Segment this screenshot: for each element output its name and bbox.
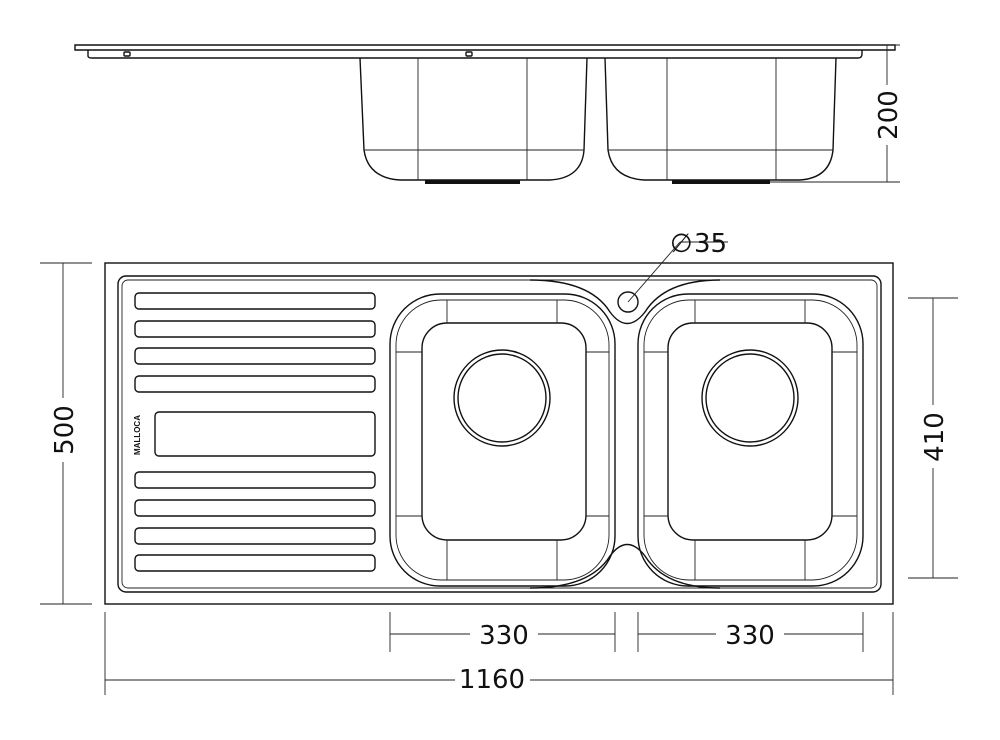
diameter-symbol: ∅ (670, 229, 693, 259)
dimension-total-length: 1160 (104, 612, 894, 695)
plan-view: MALLOCA (40, 229, 958, 695)
drainer-grooves (134, 292, 376, 572)
dimension-tap-hole: ∅ 35 (627, 229, 728, 303)
dimension-label-total-length: 1160 (459, 665, 525, 695)
side-bowl-right (604, 57, 837, 184)
dimension-label-width: 500 (50, 405, 80, 455)
side-view: 200 (74, 44, 904, 184)
tap-hole (617, 291, 639, 313)
side-bowl-left (359, 57, 588, 184)
dimension-depth: 200 (770, 44, 904, 183)
dimension-label-bowl-left: 330 (479, 621, 529, 651)
bowl-right (637, 293, 864, 587)
dimension-label-depth: 200 (874, 90, 904, 140)
dimension-label-tap-hole: 35 (694, 229, 727, 259)
dimension-width: 500 (40, 262, 92, 605)
dimension-bowls: 330 330 (389, 612, 864, 652)
dimension-label-bowl-right: 330 (725, 621, 775, 651)
bowl-left (389, 293, 616, 587)
drain-left (453, 349, 551, 447)
dimension-bowl-depth: 410 (908, 297, 958, 579)
dimension-label-bowl-depth: 410 (920, 412, 950, 462)
brand-logo: MALLOCA (133, 415, 142, 455)
drain-right (701, 349, 799, 447)
